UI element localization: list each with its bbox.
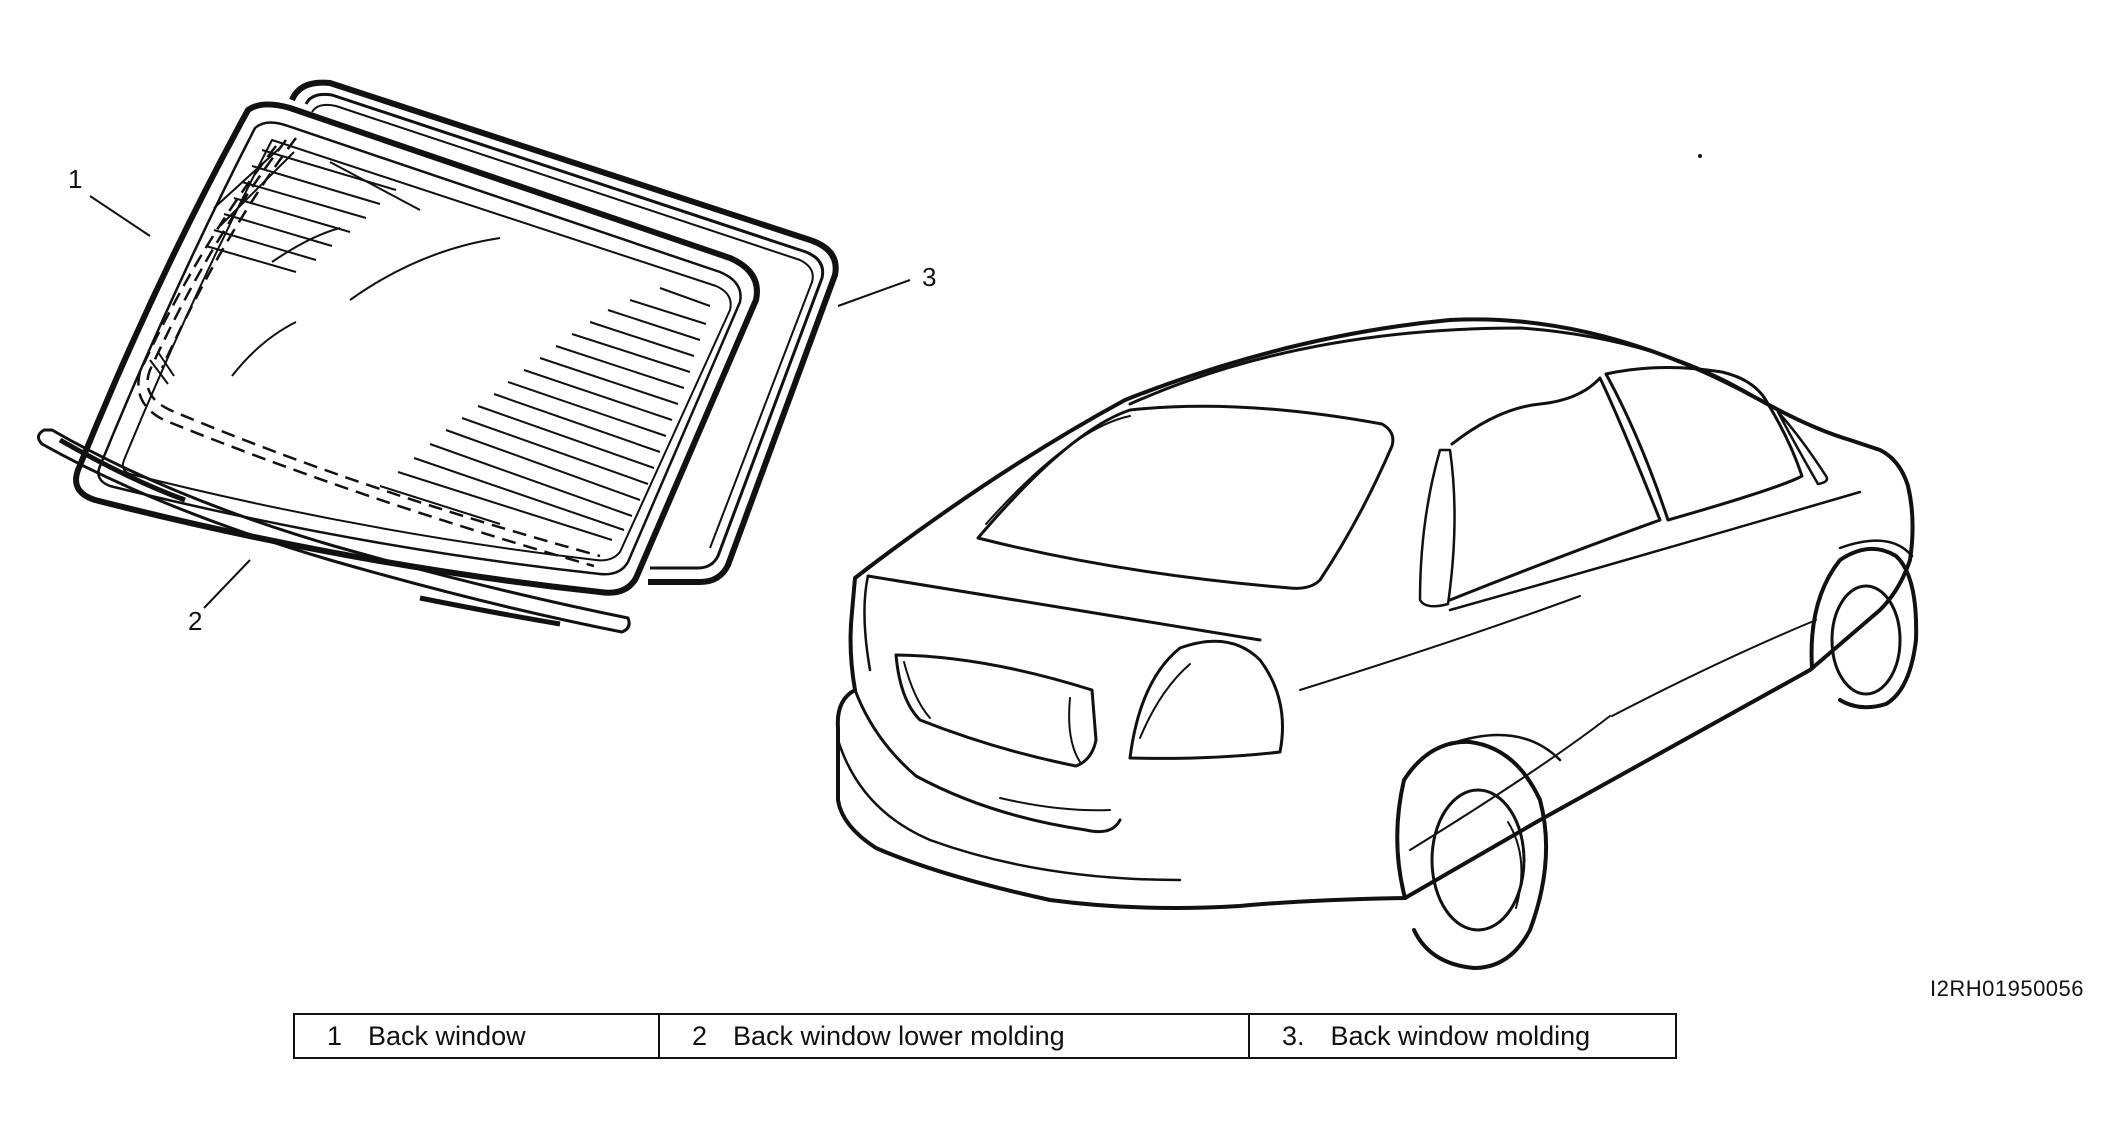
legend-item-1-number: 1 <box>327 1020 343 1051</box>
legend-item-3-number: 3. <box>1282 1020 1305 1051</box>
leader-1 <box>89 195 151 237</box>
figure-id: I2RH01950056 <box>1930 976 2085 1001</box>
callout-leaders <box>89 195 911 609</box>
leader-3 <box>837 279 911 307</box>
stray-dot <box>1698 154 1702 158</box>
sedan-car-illustration <box>835 317 1919 970</box>
legend-item-2-label: Back window lower molding <box>733 1020 1065 1051</box>
legend-item-1: 1 Back window <box>294 1014 659 1058</box>
legend-item-1-label: Back window <box>368 1020 526 1051</box>
legend-item-3-label: Back window molding <box>1330 1020 1591 1051</box>
back-window-lower-molding <box>37 428 631 634</box>
callout-2: 2 <box>188 606 203 636</box>
legend-item-3: 3. Back window molding <box>1248 1014 1676 1058</box>
back-window-molding <box>289 79 839 585</box>
legend-item-2: 2 Back window lower molding <box>658 1014 1249 1058</box>
callout-3: 3 <box>922 262 937 292</box>
back-window-glass <box>73 101 760 596</box>
callout-1: 1 <box>68 164 83 194</box>
leader-2 <box>203 559 251 609</box>
legend-item-2-number: 2 <box>692 1020 708 1051</box>
